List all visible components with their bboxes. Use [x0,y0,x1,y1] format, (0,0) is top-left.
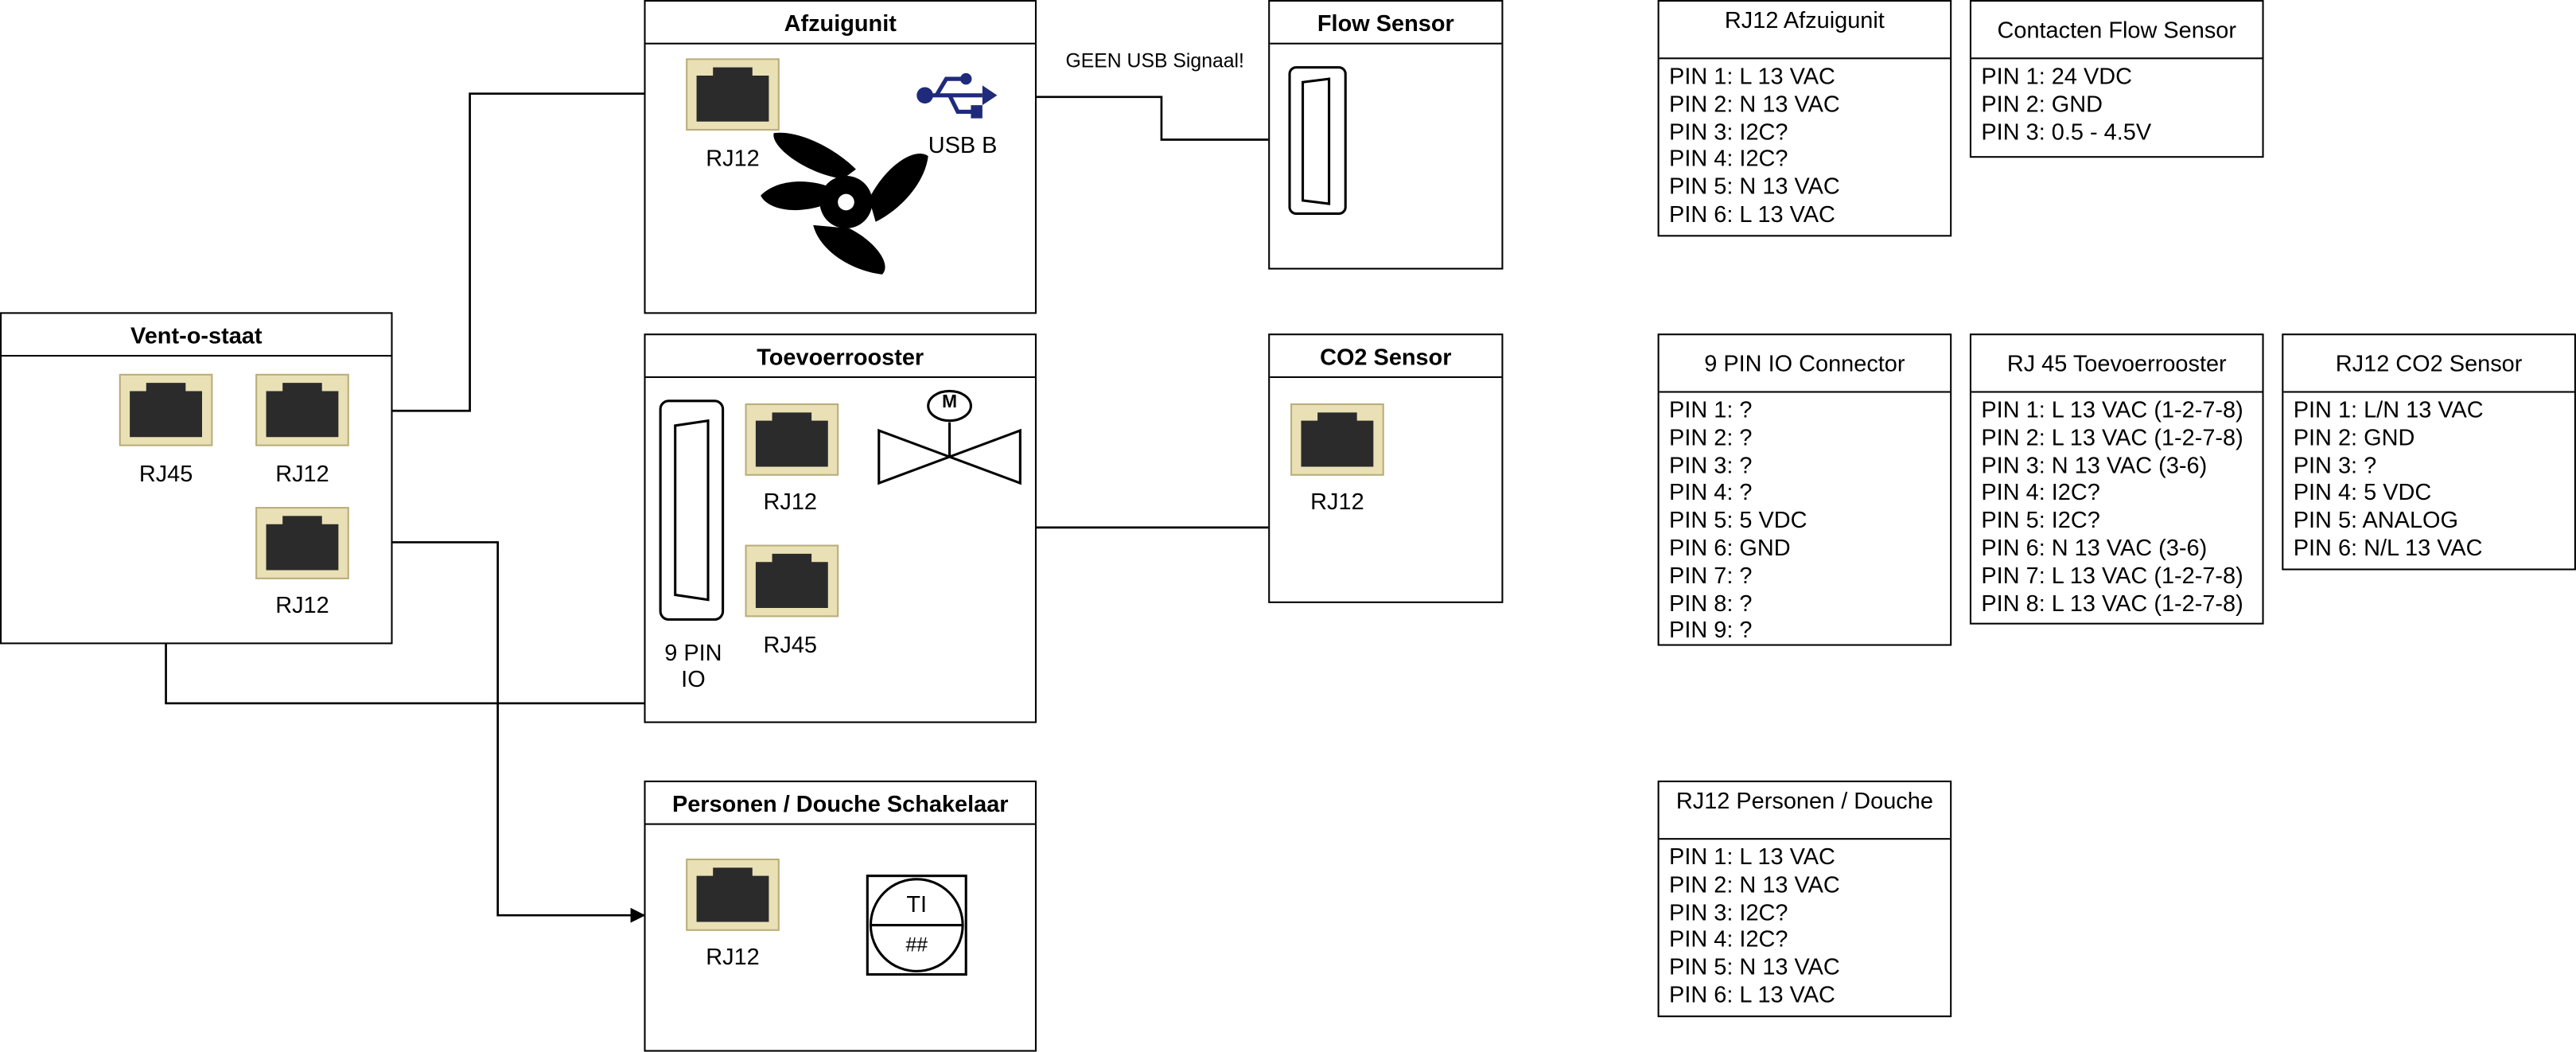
pin-row: PIN 5: I2C? [1981,506,2100,533]
pin-row: PIN 6: L 13 VAC [1669,200,1835,227]
pin-row: PIN 3: I2C? [1669,898,1788,925]
io-connector-label-line2: IO [681,665,706,692]
fan-icon [761,132,928,275]
table-body: PIN 1: L 13 VAC PIN 2: N 13 VAC PIN 3: I… [1660,840,1951,1011]
table-body: PIN 1: ? PIN 2: ? PIN 3: ? PIN 4: ? PIN … [1660,393,1951,648]
table-body: PIN 1: L 13 VAC (1-2-7-8) PIN 2: L 13 VA… [1971,393,2263,621]
pin-row: PIN 3: ? [1669,451,1753,478]
pin-row: PIN 1: L 13 VAC [1669,62,1835,89]
pin-row: PIN 1: 24 VDC [1981,62,2133,89]
pin-row: PIN 3: ? [2293,451,2377,478]
table-rj12-personen-douche: RJ12 Personen / Douche PIN 1: L 13 VAC P… [1657,780,1952,1018]
table-body: PIN 1: L/N 13 VAC PIN 2: GND PIN 3: ? PI… [2283,393,2574,565]
table-body: PIN 1: L 13 VAC PIN 2: N 13 VAC PIN 3: I… [1660,59,1951,231]
flow-sensor-title: Flow Sensor [1270,2,1502,45]
afzuig-usb-label: USB B [928,131,998,158]
personen-douche-title: Personen / Douche Schakelaar [645,782,1035,825]
pin-row: PIN 4: 5 VDC [2293,478,2432,505]
table-body: PIN 1: 24 VDC PIN 2: GND PIN 3: 0.5 - 4.… [1971,59,2263,148]
vent-rj12-top-label: RJ12 [275,460,329,487]
wire-vent-to-personen [344,541,646,923]
wire-vent-to-afzuig [344,86,685,412]
pin-row: PIN 6: N/L 13 VAC [2293,534,2483,561]
pin-row: PIN 2: ? [1669,423,1753,450]
table-rj12-afzuigunit: RJ12 Afzuigunit PIN 1: L 13 VAC PIN 2: N… [1657,0,1952,237]
pin-row: PIN 1: L 13 VAC [1669,843,1835,870]
pin-row: PIN 2: GND [1981,90,2103,117]
table-title: RJ12 Afzuigunit [1659,2,1951,60]
motor-valve-icon [877,422,1021,485]
pin-row: PIN 2: N 13 VAC [1669,871,1840,898]
pin-row: PIN 5: N 13 VAC [1669,173,1840,200]
table-title: 9 PIN IO Connector [1659,335,1951,393]
pin-row: PIN 3: N 13 VAC (3-6) [1981,451,2208,478]
pin-row: PIN 4: I2C? [1669,145,1788,172]
switch-bottom-label: ## [905,933,928,957]
pin-row: PIN 6: N 13 VAC (3-6) [1981,534,2208,561]
switch-top-label: TI [906,890,928,918]
usb-warning-note: GEEN USB Signaal! [1065,49,1244,72]
motor-label: M [942,392,958,413]
pin-row: PIN 4: I2C? [1669,925,1788,953]
table-title: RJ12 Personen / Douche [1659,782,1951,840]
vent-o-staat-box: Vent-o-staat [0,312,393,645]
motor-symbol-icon [927,389,972,423]
afzuig-rj12-label: RJ12 [706,144,760,171]
vent-rj12-top-port-icon [255,373,349,446]
pin-row: PIN 4: I2C? [1981,478,2100,505]
pin-row: PIN 2: GND [2293,423,2415,450]
table-9-pin-io-connector: 9 PIN IO Connector PIN 1: ? PIN 2: ? PIN… [1657,333,1952,648]
pin-row: PIN 8: L 13 VAC (1-2-7-8) [1981,589,2243,616]
io-connector-icon [659,399,725,621]
pin-row: PIN 5: 5 VDC [1669,506,1807,533]
io-connector-label-line1: 9 PIN [664,639,722,666]
toevoer-rj45-label: RJ45 [763,630,818,657]
personen-rj12-port-icon [686,858,780,931]
wire-afzuig-usb-to-flow [1037,95,1290,147]
usb-icon [916,72,998,119]
afzuigunit-title: Afzuigunit [645,2,1035,45]
vent-rj45-label: RJ45 [138,460,193,487]
table-title: RJ 45 Toevoerrooster [1971,335,2263,393]
pin-row: PIN 7: L 13 VAC (1-2-7-8) [1981,561,2243,588]
table-rj12-co2-sensor: RJ12 CO2 Sensor PIN 1: L/N 13 VAC PIN 2:… [2282,333,2576,571]
table-contacten-flow-sensor: Contacten Flow Sensor PIN 1: 24 VDC PIN … [1969,0,2264,158]
vent-o-staat-title: Vent-o-staat [2,314,391,357]
afzuig-rj12-port-icon [686,58,780,131]
pin-row: PIN 3: 0.5 - 4.5V [1981,117,2152,144]
vent-rj12-bottom-port-icon [255,507,349,579]
pin-row: PIN 6: L 13 VAC [1669,980,1835,1007]
table-rj45-toevoerrooster: RJ 45 Toevoerrooster PIN 1: L 13 VAC (1-… [1969,333,2264,625]
pin-row: PIN 7: ? [1669,561,1753,588]
co2-rj12-port-icon [1290,403,1384,476]
personen-rj12-label: RJ12 [706,943,760,970]
table-title: Contacten Flow Sensor [1971,2,2263,60]
vent-rj45-port-icon [119,373,213,446]
toevoer-rj12-port-icon [745,403,839,476]
flow-connector-icon [1288,66,1347,215]
toevoerrooster-title: Toevoerrooster [645,335,1035,378]
vent-rj12-bottom-label: RJ12 [275,591,329,618]
co2-sensor-title: CO2 Sensor [1270,335,1502,378]
table-title: RJ12 CO2 Sensor [2283,335,2574,393]
pin-row: PIN 6: GND [1669,534,1791,561]
pin-row: PIN 4: ? [1669,478,1753,505]
pin-row: PIN 1: ? [1669,395,1753,423]
pin-row: PIN 1: L/N 13 VAC [2293,395,2484,423]
pin-row: PIN 5: ANALOG [2293,506,2459,533]
pin-row: PIN 9: ? [1669,617,1753,644]
pin-row: PIN 8: ? [1669,589,1753,616]
switch-symbol-icon [866,875,967,976]
pin-row: PIN 2: L 13 VAC (1-2-7-8) [1981,423,2243,450]
co2-rj12-label: RJ12 [1310,488,1364,515]
pin-row: PIN 3: I2C? [1669,117,1788,144]
pin-row: PIN 5: N 13 VAC [1669,953,1840,980]
pin-row: PIN 1: L 13 VAC (1-2-7-8) [1981,395,2243,423]
toevoer-rj12-label: RJ12 [763,488,818,515]
pin-row: PIN 2: N 13 VAC [1669,90,1840,117]
toevoer-rj45-port-icon [745,544,839,618]
